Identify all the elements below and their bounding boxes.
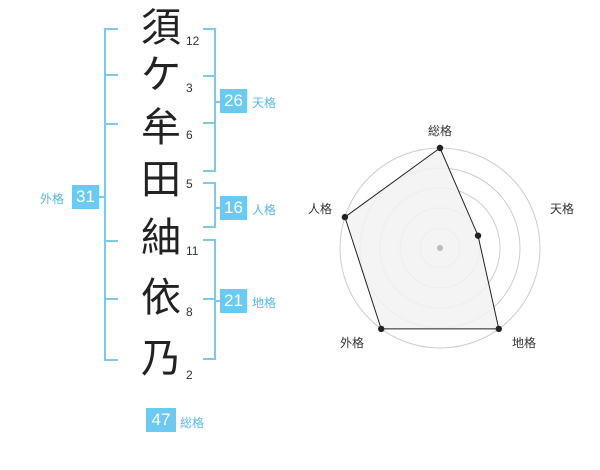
tenkaku-value: 26	[220, 89, 247, 113]
soukaku-value: 47	[146, 408, 176, 432]
radar-axis-label-soukaku: 総格	[428, 124, 453, 138]
chikaku-value: 21	[220, 289, 247, 313]
name-char-3: 牟	[141, 105, 181, 151]
name-char-6: 依	[141, 275, 181, 321]
radar-point-1	[436, 144, 444, 152]
chikaku-label: 地格	[252, 296, 277, 310]
gaikaku-value: 31	[72, 185, 99, 209]
tenkaku-label: 天格	[252, 96, 277, 110]
name-char-5: 紬	[141, 215, 181, 261]
radar-point-4	[378, 325, 385, 333]
radar-data-polygon	[344, 147, 500, 330]
name-char-4: 田	[141, 157, 181, 203]
radar-axis-label-jinkaku: 人格	[308, 202, 333, 216]
radar-point-3	[495, 325, 502, 333]
radar-center-point	[437, 245, 443, 251]
jinkaku-value: 16	[220, 196, 247, 220]
radar-axis-label-tenkaku: 天格	[550, 202, 575, 216]
stroke-count-2: 3	[186, 81, 193, 95]
radar-point-5	[341, 213, 349, 221]
name-char-2: ケ	[141, 52, 181, 98]
radar-axis-label-gaikaku: 外格	[340, 336, 365, 350]
soukaku-label: 総格	[180, 416, 205, 430]
stroke-count-1: 12	[186, 34, 200, 48]
stroke-count-5: 11	[186, 244, 199, 258]
stroke-count-3: 6	[186, 128, 193, 142]
radar-points	[341, 144, 502, 333]
gaikaku-label: 外格	[40, 192, 65, 206]
stroke-count-6: 8	[186, 305, 193, 319]
stroke-count-4: 5	[186, 177, 193, 191]
jinkaku-label: 人格	[252, 203, 277, 217]
stroke-count-7: 2	[186, 368, 193, 382]
name-char-1: 須	[141, 5, 181, 51]
radar-point-2	[474, 232, 482, 239]
name-char-7: 乃	[141, 336, 181, 382]
radar-axis-label-chikaku: 地格	[512, 336, 537, 350]
